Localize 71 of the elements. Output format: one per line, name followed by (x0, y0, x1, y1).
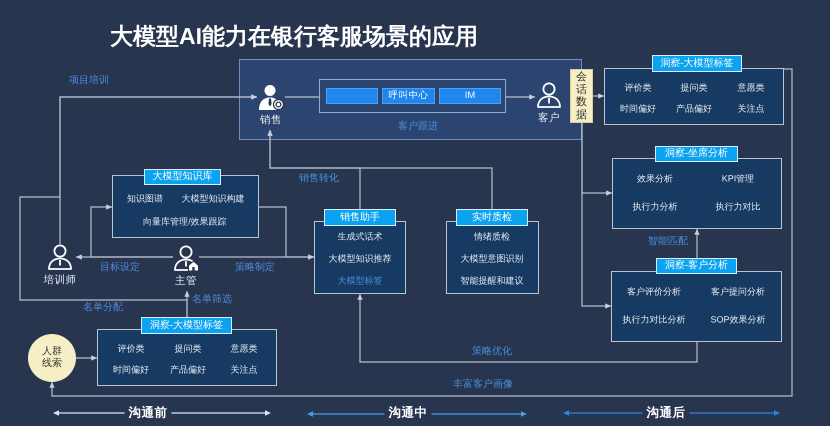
edge-label: 名单分配 (81, 302, 125, 314)
header-tab: 洞察-客户分析 (656, 258, 737, 274)
arrow (357, 294, 698, 363)
item-label: 关注点 (230, 364, 258, 376)
item-label: 时间偏好 (113, 364, 149, 376)
connector-line (285, 96, 319, 98)
arrow (59, 94, 258, 244)
phase-label: 沟通后 (642, 406, 690, 420)
item-label: SOP效果分析 (710, 314, 766, 326)
item-label: 效果分析 (637, 174, 673, 184)
item-label: 向量库管理/效果跟踪 (143, 216, 227, 228)
item-label: 情绪质检 (474, 232, 510, 242)
edge-label: 项目培训 (67, 75, 111, 87)
arrow (593, 93, 604, 99)
role-label: 客户 (538, 112, 560, 125)
item-label: 大模型标签 (338, 276, 382, 286)
page-title: 大模型AI能力在银行客服场景的应用 (110, 22, 478, 50)
header-tab: 大模型知识库 (144, 169, 221, 185)
header-tab: 洞察-大模型标签 (652, 55, 742, 72)
arrow (267, 130, 493, 209)
channel-tag: 呼叫中心 (382, 88, 435, 104)
item-label: 客户提问分析 (711, 286, 765, 298)
edge-label: 策略制定 (233, 262, 277, 274)
item-label: 执行力对比 (716, 202, 760, 212)
channel-tag (326, 88, 378, 104)
data-tag: 会话数据 (570, 69, 593, 123)
channel-frame (319, 79, 506, 113)
item-label: 提问类 (174, 344, 202, 354)
edge-label: 策略优化 (470, 346, 514, 358)
arrow (90, 204, 173, 258)
item-label: 大模型知识构建 (182, 194, 244, 204)
panel-title: 客户跟进 (398, 121, 438, 133)
role-label: 主管 (175, 275, 197, 288)
item-label: 智能提醒和建议 (460, 276, 524, 286)
item-label: 意愿类 (230, 344, 258, 354)
item-label: 执行力对比分析 (622, 314, 686, 326)
header-tab: 洞察-坐席分析 (655, 146, 738, 162)
item-label: 评价类 (118, 344, 144, 354)
edge-label: 销售转化 (297, 173, 341, 185)
item-label: 知识图谱 (127, 194, 163, 204)
item-label: 客户评价分析 (627, 286, 681, 298)
arrow (581, 123, 612, 309)
arrow (76, 355, 98, 361)
item-label: 大模型知识推荐 (328, 254, 392, 264)
item-label: 评价类 (624, 82, 652, 94)
arrow (506, 94, 536, 100)
item-label: 时间偏好 (620, 104, 656, 114)
item-label: 执行力分析 (632, 202, 678, 212)
item-label: 大模型意图识别 (460, 254, 524, 264)
item-label: 产品偏好 (170, 364, 206, 376)
channel-tag: IM (439, 88, 501, 104)
header-tab: 洞察-大模型标签 (141, 317, 232, 334)
phase-label: 沟通前 (124, 406, 172, 420)
item-label: 生成式话术 (338, 232, 382, 242)
edge-label: 丰富客户画像 (451, 379, 515, 391)
item-label: 意愿类 (738, 82, 764, 94)
item-label: 关注点 (738, 104, 764, 114)
header-tab: 销售助手 (324, 209, 396, 226)
role-label: 培训师 (44, 274, 76, 287)
arrow (259, 206, 314, 260)
header-tab: 实时质检 (456, 209, 528, 226)
item-label: 产品偏好 (676, 104, 712, 114)
item-label: 提问类 (680, 82, 708, 94)
edge-label: 智能匹配 (646, 236, 690, 248)
edge-label: 名单筛选 (190, 294, 234, 306)
arrow (694, 228, 700, 258)
phase-label: 沟通中 (384, 406, 432, 420)
item-label: KPI管理 (722, 174, 754, 184)
arrow (49, 68, 793, 397)
role-label: 销售 (260, 114, 282, 127)
edge-label: 目标设定 (98, 262, 142, 274)
